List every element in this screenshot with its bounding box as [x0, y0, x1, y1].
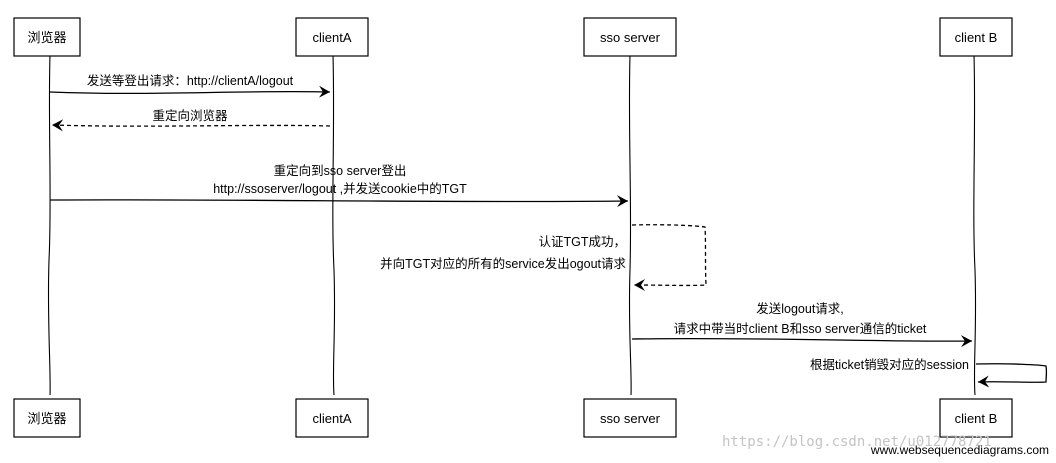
lifeline-clientA: [332, 54, 336, 396]
message-browser-to-clientA-logout: 发送等登出请求：http://clientA/logout: [49, 73, 331, 98]
lifelines: [47, 54, 977, 396]
message-label: 并向TGT对应的所有的service发出ogout请求: [380, 256, 626, 271]
message-arrow: [631, 335, 973, 348]
footer-credit: www.websequencediagrams.com: [870, 443, 1049, 457]
lifeline-browser: [47, 54, 51, 396]
participant-label: 浏览器: [27, 411, 66, 426]
participant-label: 浏览器: [27, 30, 66, 45]
participant-label: client B: [955, 411, 998, 426]
message-sso-self-validate: 认证TGT成功， 并向TGT对应的所有的service发出ogout请求: [380, 224, 707, 292]
participant-box-clientA-bottom: clientA: [295, 398, 369, 438]
message-arrow: [49, 195, 629, 208]
watermark-text: https://blog.csdn.net/u012778721: [722, 434, 992, 450]
message-label: 根据ticket销毁对应的session: [810, 357, 969, 372]
message-label: 请求中带当时client B和sso server通信的ticket: [674, 321, 927, 336]
participant-label: sso server: [600, 30, 661, 45]
message-clientB-self-destroy-session: 根据ticket销毁对应的session: [810, 357, 1048, 388]
participant-label: sso server: [600, 411, 661, 426]
message-arrow: [631, 224, 707, 292]
message-label: http://ssoserver/logout ,并发送cookie中的TGT: [213, 181, 467, 196]
participant-box-sso-top: sso server: [583, 17, 677, 57]
participant-box-browser-top: 浏览器: [13, 17, 81, 57]
participant-box-sso-bottom: sso server: [583, 398, 677, 438]
message-label: 重定向浏览器: [152, 108, 228, 123]
participant-box-clientB-bottom: client B: [939, 398, 1013, 438]
message-label: 发送logout请求,: [756, 301, 844, 316]
message-sso-to-clientB-logout: 发送logout请求, 请求中带当时client B和sso server通信的…: [631, 301, 973, 348]
participant-label: client B: [955, 30, 998, 45]
message-arrow: [49, 85, 331, 98]
message-label: 发送等登出请求：http://clientA/logout: [87, 73, 294, 88]
message-arrow: [51, 119, 331, 132]
participant-label: clientA: [312, 411, 351, 426]
message-browser-to-sso-logout: 重定向到sso server登出 http://ssoserver/logout…: [49, 163, 629, 208]
message-clientA-to-browser-redirect: 重定向浏览器: [51, 108, 331, 132]
message-label: 重定向到sso server登出: [274, 163, 407, 178]
message-label: 认证TGT成功，: [539, 235, 627, 249]
lifeline-sso: [628, 54, 632, 396]
participant-box-clientA-top: clientA: [295, 17, 369, 57]
lifeline-clientB: [973, 54, 977, 396]
message-arrow: [975, 363, 1048, 388]
participant-label: clientA: [312, 30, 351, 45]
participant-box-browser-bottom: 浏览器: [13, 398, 81, 438]
participant-box-clientB-top: client B: [939, 17, 1013, 57]
